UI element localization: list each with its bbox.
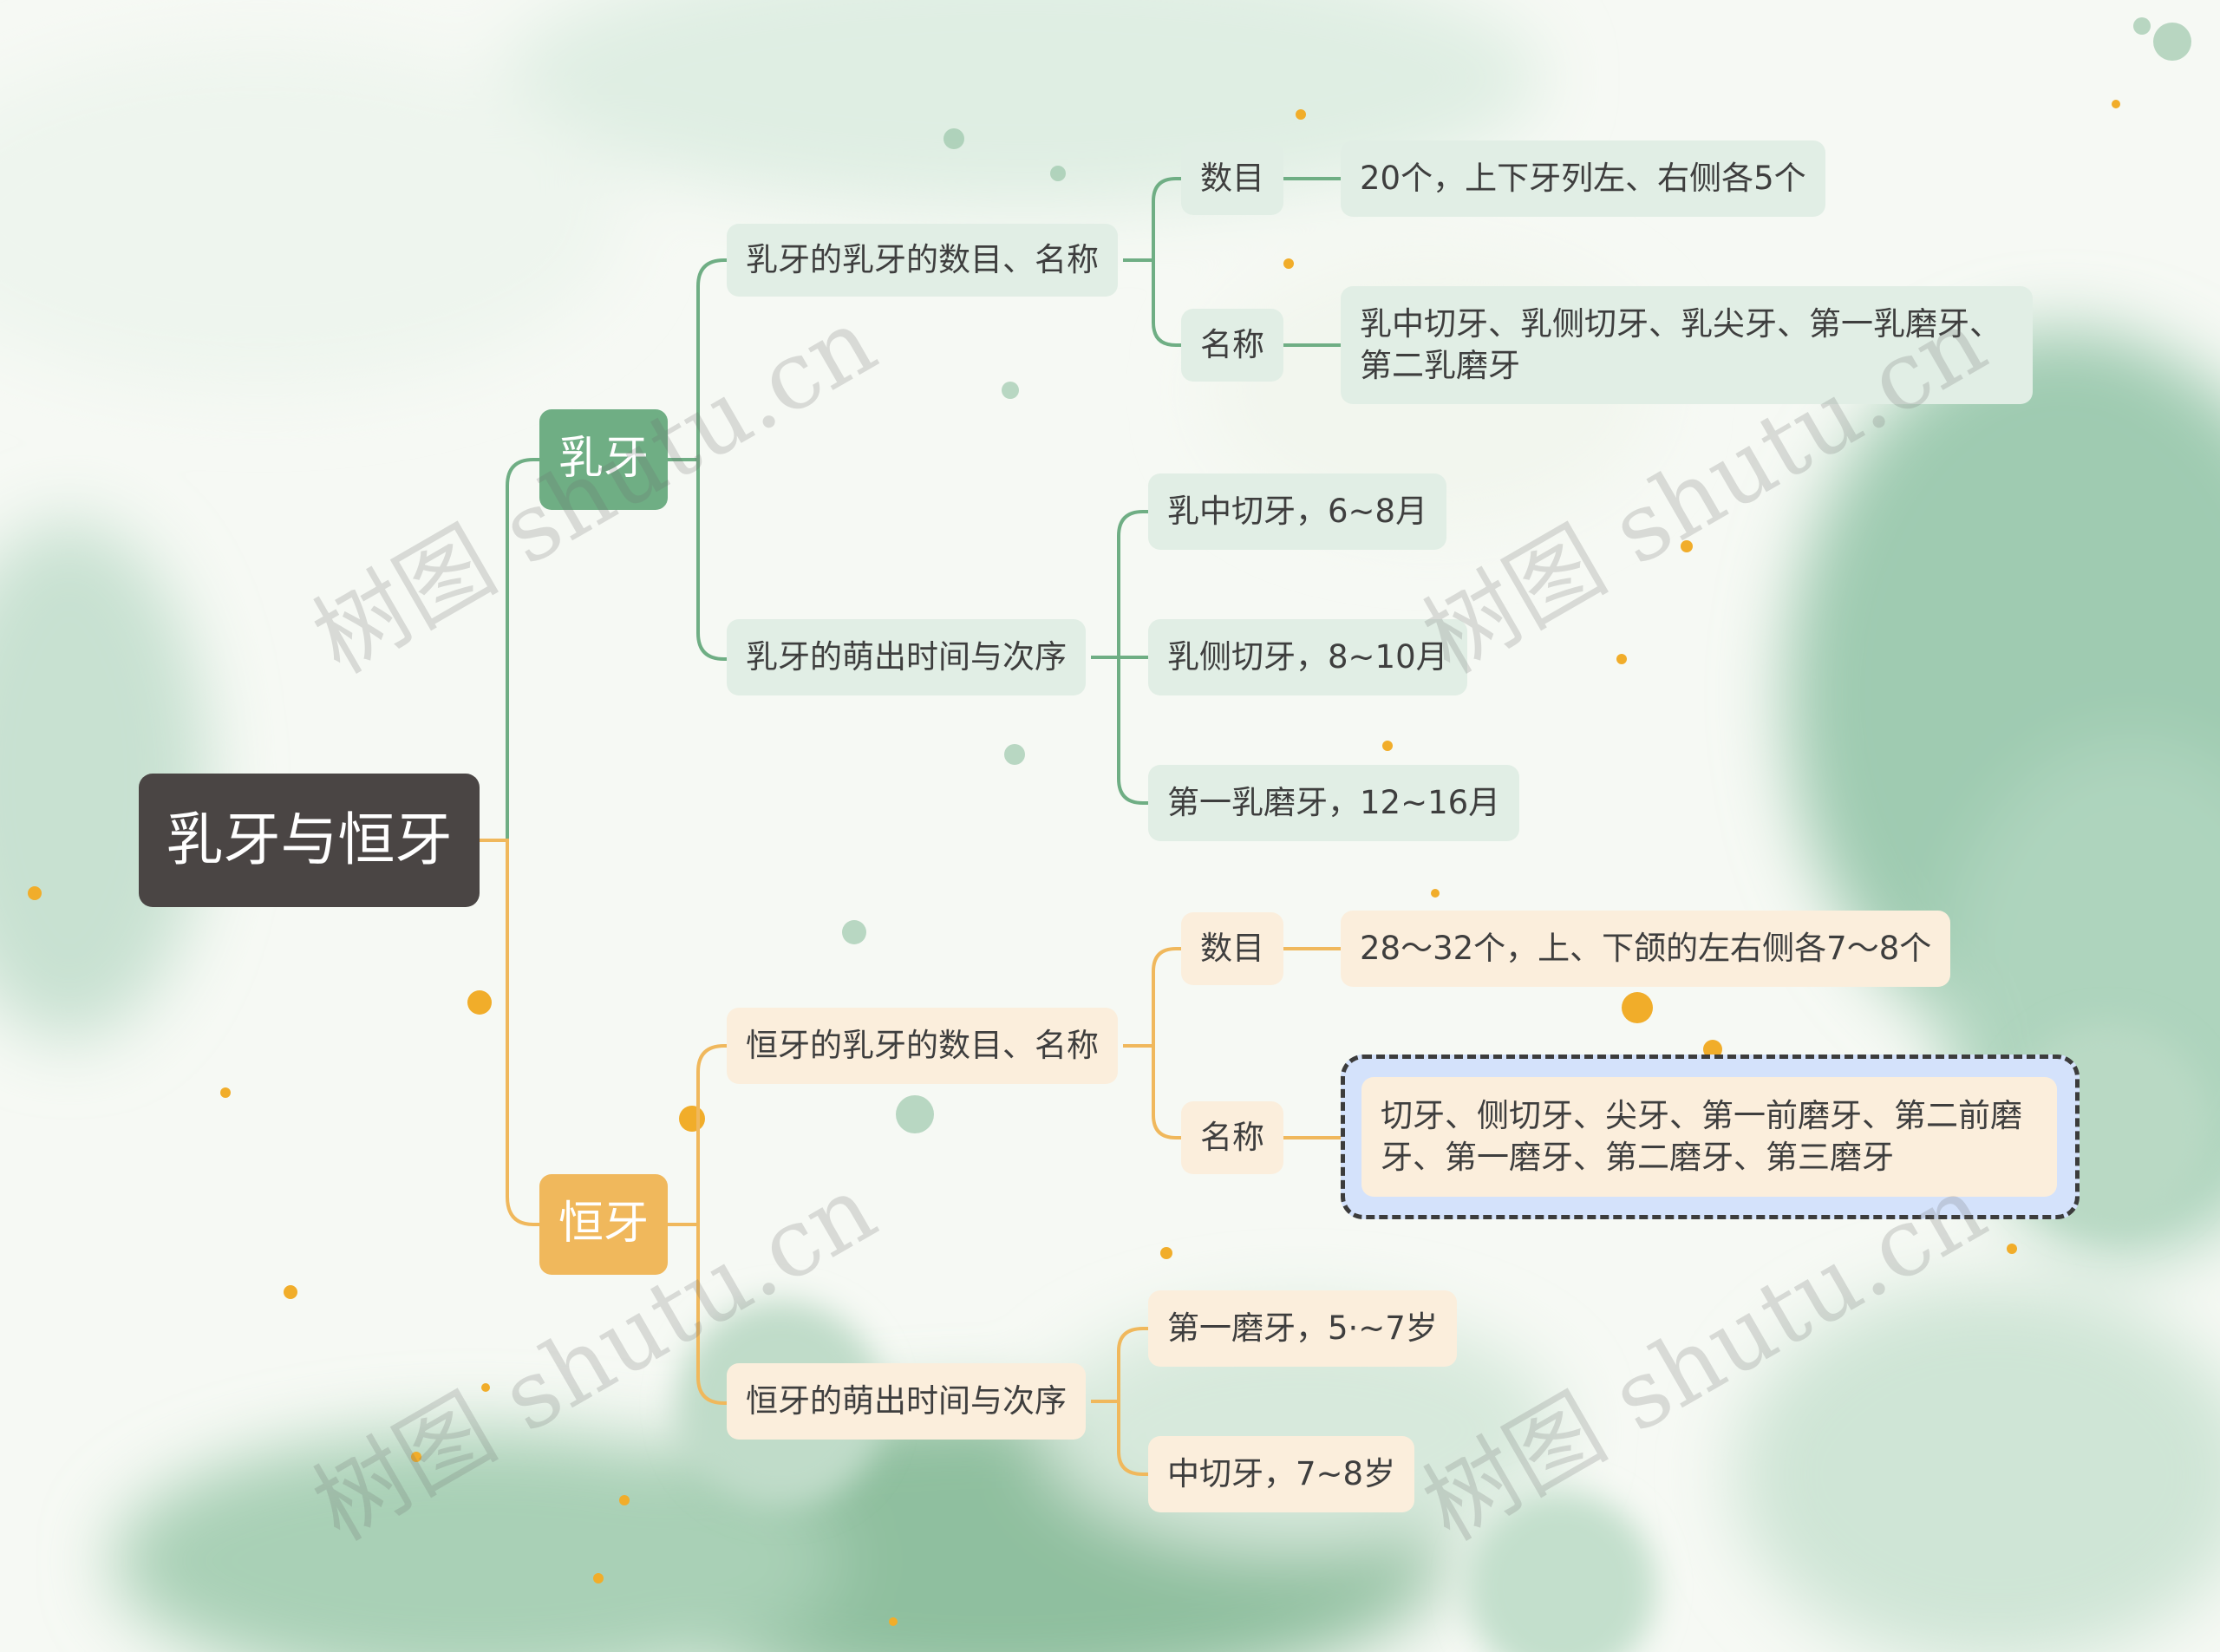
primary-count-label[interactable]: 数目 [1181, 142, 1283, 215]
permanent-eruption-item[interactable]: 中切牙，7~8岁 [1148, 1436, 1415, 1512]
permanent-count-value[interactable]: 28～32个，上、下颌的左右侧各7～8个 [1341, 911, 1951, 987]
primary-count-value[interactable]: 20个，上下牙列左、右侧各5个 [1341, 140, 1825, 217]
permanent-eruption-node[interactable]: 恒牙的萌出时间与次序 [727, 1363, 1086, 1440]
primary-name-label[interactable]: 名称 [1181, 309, 1283, 382]
primary-teeth-node[interactable]: 乳牙 [539, 409, 668, 510]
permanent-name-value[interactable]: 切牙、侧切牙、尖牙、第一前磨牙、第二前磨牙、第一磨牙、第二磨牙、第三磨牙 [1361, 1077, 2057, 1197]
primary-count-name-node[interactable]: 乳牙的乳牙的数目、名称 [727, 224, 1118, 297]
primary-eruption-item[interactable]: 乳中切牙，6~8月 [1148, 473, 1447, 550]
permanent-teeth-node[interactable]: 恒牙 [539, 1174, 668, 1275]
permanent-count-name-node[interactable]: 恒牙的乳牙的数目、名称 [727, 1008, 1118, 1084]
primary-eruption-item[interactable]: 第一乳磨牙，12~16月 [1148, 765, 1520, 841]
primary-eruption-node[interactable]: 乳牙的萌出时间与次序 [727, 619, 1086, 695]
permanent-eruption-item[interactable]: 第一磨牙，5·~7岁 [1148, 1290, 1457, 1367]
primary-eruption-item[interactable]: 乳侧切牙，8~10月 [1148, 619, 1467, 695]
permanent-name-label[interactable]: 名称 [1181, 1101, 1283, 1174]
green-connectors [480, 177, 1341, 842]
root-node[interactable]: 乳牙与恒牙 [139, 774, 480, 907]
permanent-count-label[interactable]: 数目 [1181, 912, 1283, 985]
primary-name-value[interactable]: 乳中切牙、乳侧切牙、乳尖牙、第一乳磨牙、第二乳磨牙 [1341, 286, 2033, 404]
